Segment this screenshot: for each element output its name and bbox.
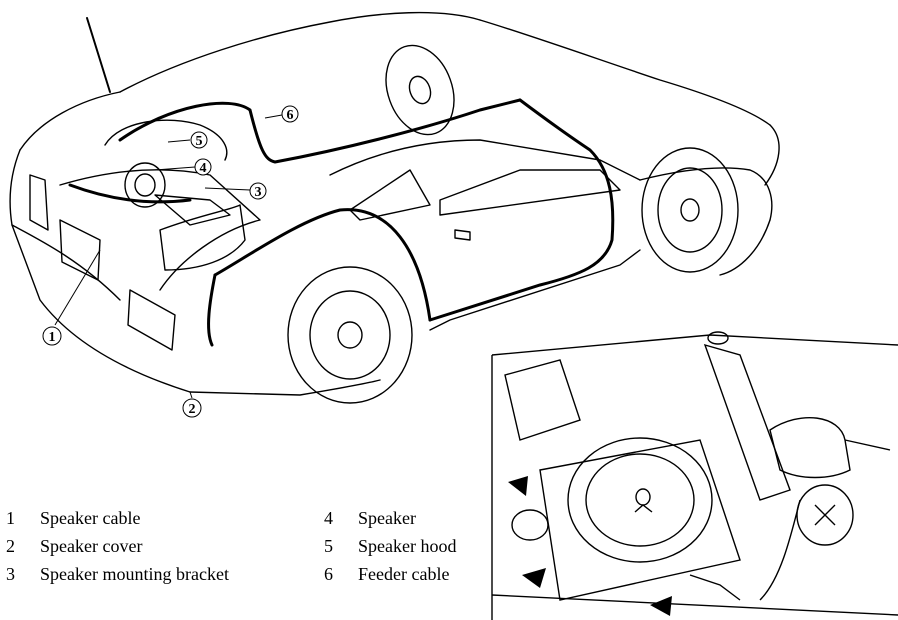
- svg-text:3: 3: [255, 185, 262, 200]
- svg-text:2: 2: [189, 402, 196, 417]
- cable-runs: [68, 98, 615, 347]
- svg-text:4: 4: [200, 161, 207, 176]
- callout-3: 3: [249, 182, 267, 200]
- callout-leaders: [54, 114, 283, 399]
- arrow-mark: [508, 476, 528, 496]
- arrow-mark: [650, 596, 672, 616]
- inset-detail: [491, 331, 898, 620]
- callout-1: 1: [42, 326, 62, 346]
- svg-text:6: 6: [287, 108, 294, 123]
- svg-text:5: 5: [196, 134, 203, 149]
- callout-6: 6: [281, 105, 299, 123]
- inset-arrows: [508, 476, 672, 616]
- callout-4: 4: [194, 158, 212, 176]
- callout-5: 5: [190, 131, 208, 149]
- car-illustration: [9, 11, 780, 404]
- callout-2: 2: [182, 398, 202, 418]
- svg-text:1: 1: [49, 330, 56, 345]
- arrow-mark: [522, 568, 546, 588]
